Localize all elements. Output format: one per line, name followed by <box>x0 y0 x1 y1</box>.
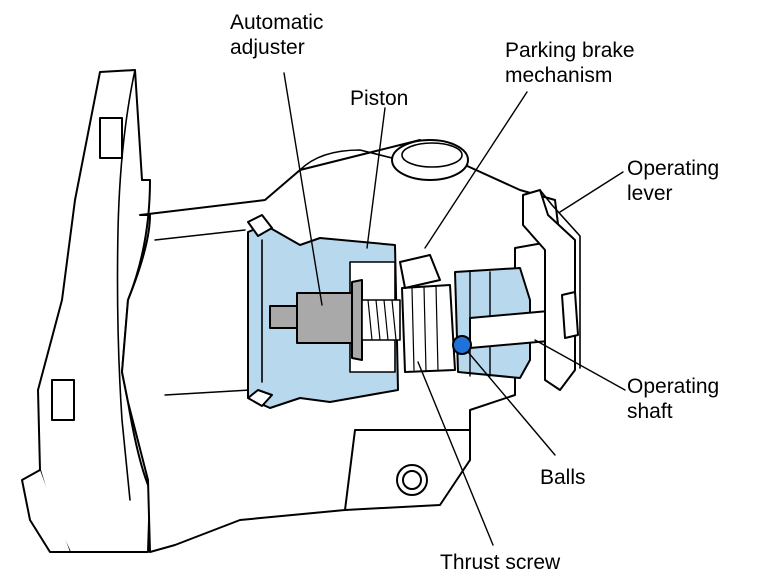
label-piston-line1: Piston <box>350 87 409 110</box>
caliper-shading-1 <box>154 229 246 241</box>
pad-tab-top <box>99 117 123 159</box>
caliper-bridge <box>299 149 401 171</box>
adjuster-body <box>296 292 353 344</box>
label-operating-shaft-line1: Operating <box>627 375 720 398</box>
label-operating-lever-line1: Operating <box>627 157 720 180</box>
piston-boot <box>247 214 273 407</box>
bleed-boss-top <box>401 142 463 168</box>
caliper-shading-2 <box>164 389 251 396</box>
operating-lever <box>522 189 576 391</box>
leader-operating-lever <box>559 171 624 213</box>
leader-thrust-screw <box>417 361 494 546</box>
thrust-screw <box>401 284 456 373</box>
label-balls: Balls <box>540 465 586 490</box>
label-operating-lever: Operating lever <box>627 156 719 206</box>
leader-balls <box>467 351 556 456</box>
label-parking-brake-mechanism: Parking brake mechanism <box>505 38 635 88</box>
label-balls-line1: Balls <box>540 466 586 489</box>
parking-brake-block <box>399 254 441 289</box>
label-automatic-adjuster: Automatic adjuster <box>230 10 323 60</box>
label-piston: Piston <box>350 86 408 111</box>
leader-operating-shaft <box>534 339 626 391</box>
pad-friction-face <box>21 469 71 553</box>
thrust-screw-grooves <box>411 285 439 372</box>
ball <box>452 335 472 355</box>
lever-edge <box>539 189 581 369</box>
leader-automatic-adjuster <box>283 72 323 306</box>
mounting-hole-inner <box>402 470 422 490</box>
label-automatic-adjuster-line1: Automatic <box>230 11 324 34</box>
label-operating-shaft: Operating shaft <box>627 374 719 424</box>
leader-parking-brake <box>424 91 528 249</box>
label-thrust-screw: Thrust screw <box>440 550 560 575</box>
label-automatic-adjuster-line2: adjuster <box>230 36 305 59</box>
pad-tab-bottom <box>51 379 75 421</box>
leader-piston <box>366 107 386 249</box>
adjuster-flange <box>351 279 363 361</box>
adjuster-pin <box>269 305 301 329</box>
adjuster-thread-lines <box>367 299 397 341</box>
label-parking-brake-line2: mechanism <box>505 64 613 87</box>
label-thrust-screw-line1: Thrust screw <box>440 551 561 574</box>
label-parking-brake-line1: Parking brake <box>505 39 635 62</box>
label-operating-shaft-line2: shaft <box>627 400 673 423</box>
lever-bolt <box>561 291 579 339</box>
label-operating-lever-line2: lever <box>627 182 673 205</box>
pad-inner-edge <box>116 69 136 501</box>
